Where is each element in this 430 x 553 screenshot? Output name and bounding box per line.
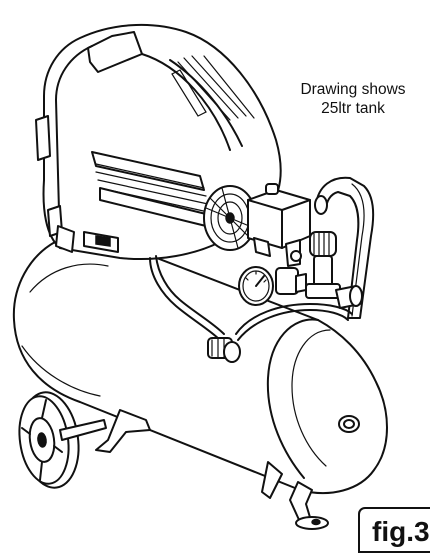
caption-line-2: 25ltr tank: [321, 100, 385, 117]
wheel: [14, 389, 106, 492]
regulator-assembly: [239, 232, 362, 308]
tank-feet: [96, 410, 328, 529]
fan-guard: [204, 186, 256, 250]
caption-line-1: Drawing shows: [300, 81, 406, 98]
air-tank: [14, 236, 387, 493]
caption-note: Drawing shows 25ltr tank: [276, 80, 430, 118]
carry-handle: [315, 178, 373, 318]
figure-label: fig.3: [358, 507, 430, 553]
air-hose: [150, 256, 352, 362]
pressure-switch: [248, 184, 310, 266]
